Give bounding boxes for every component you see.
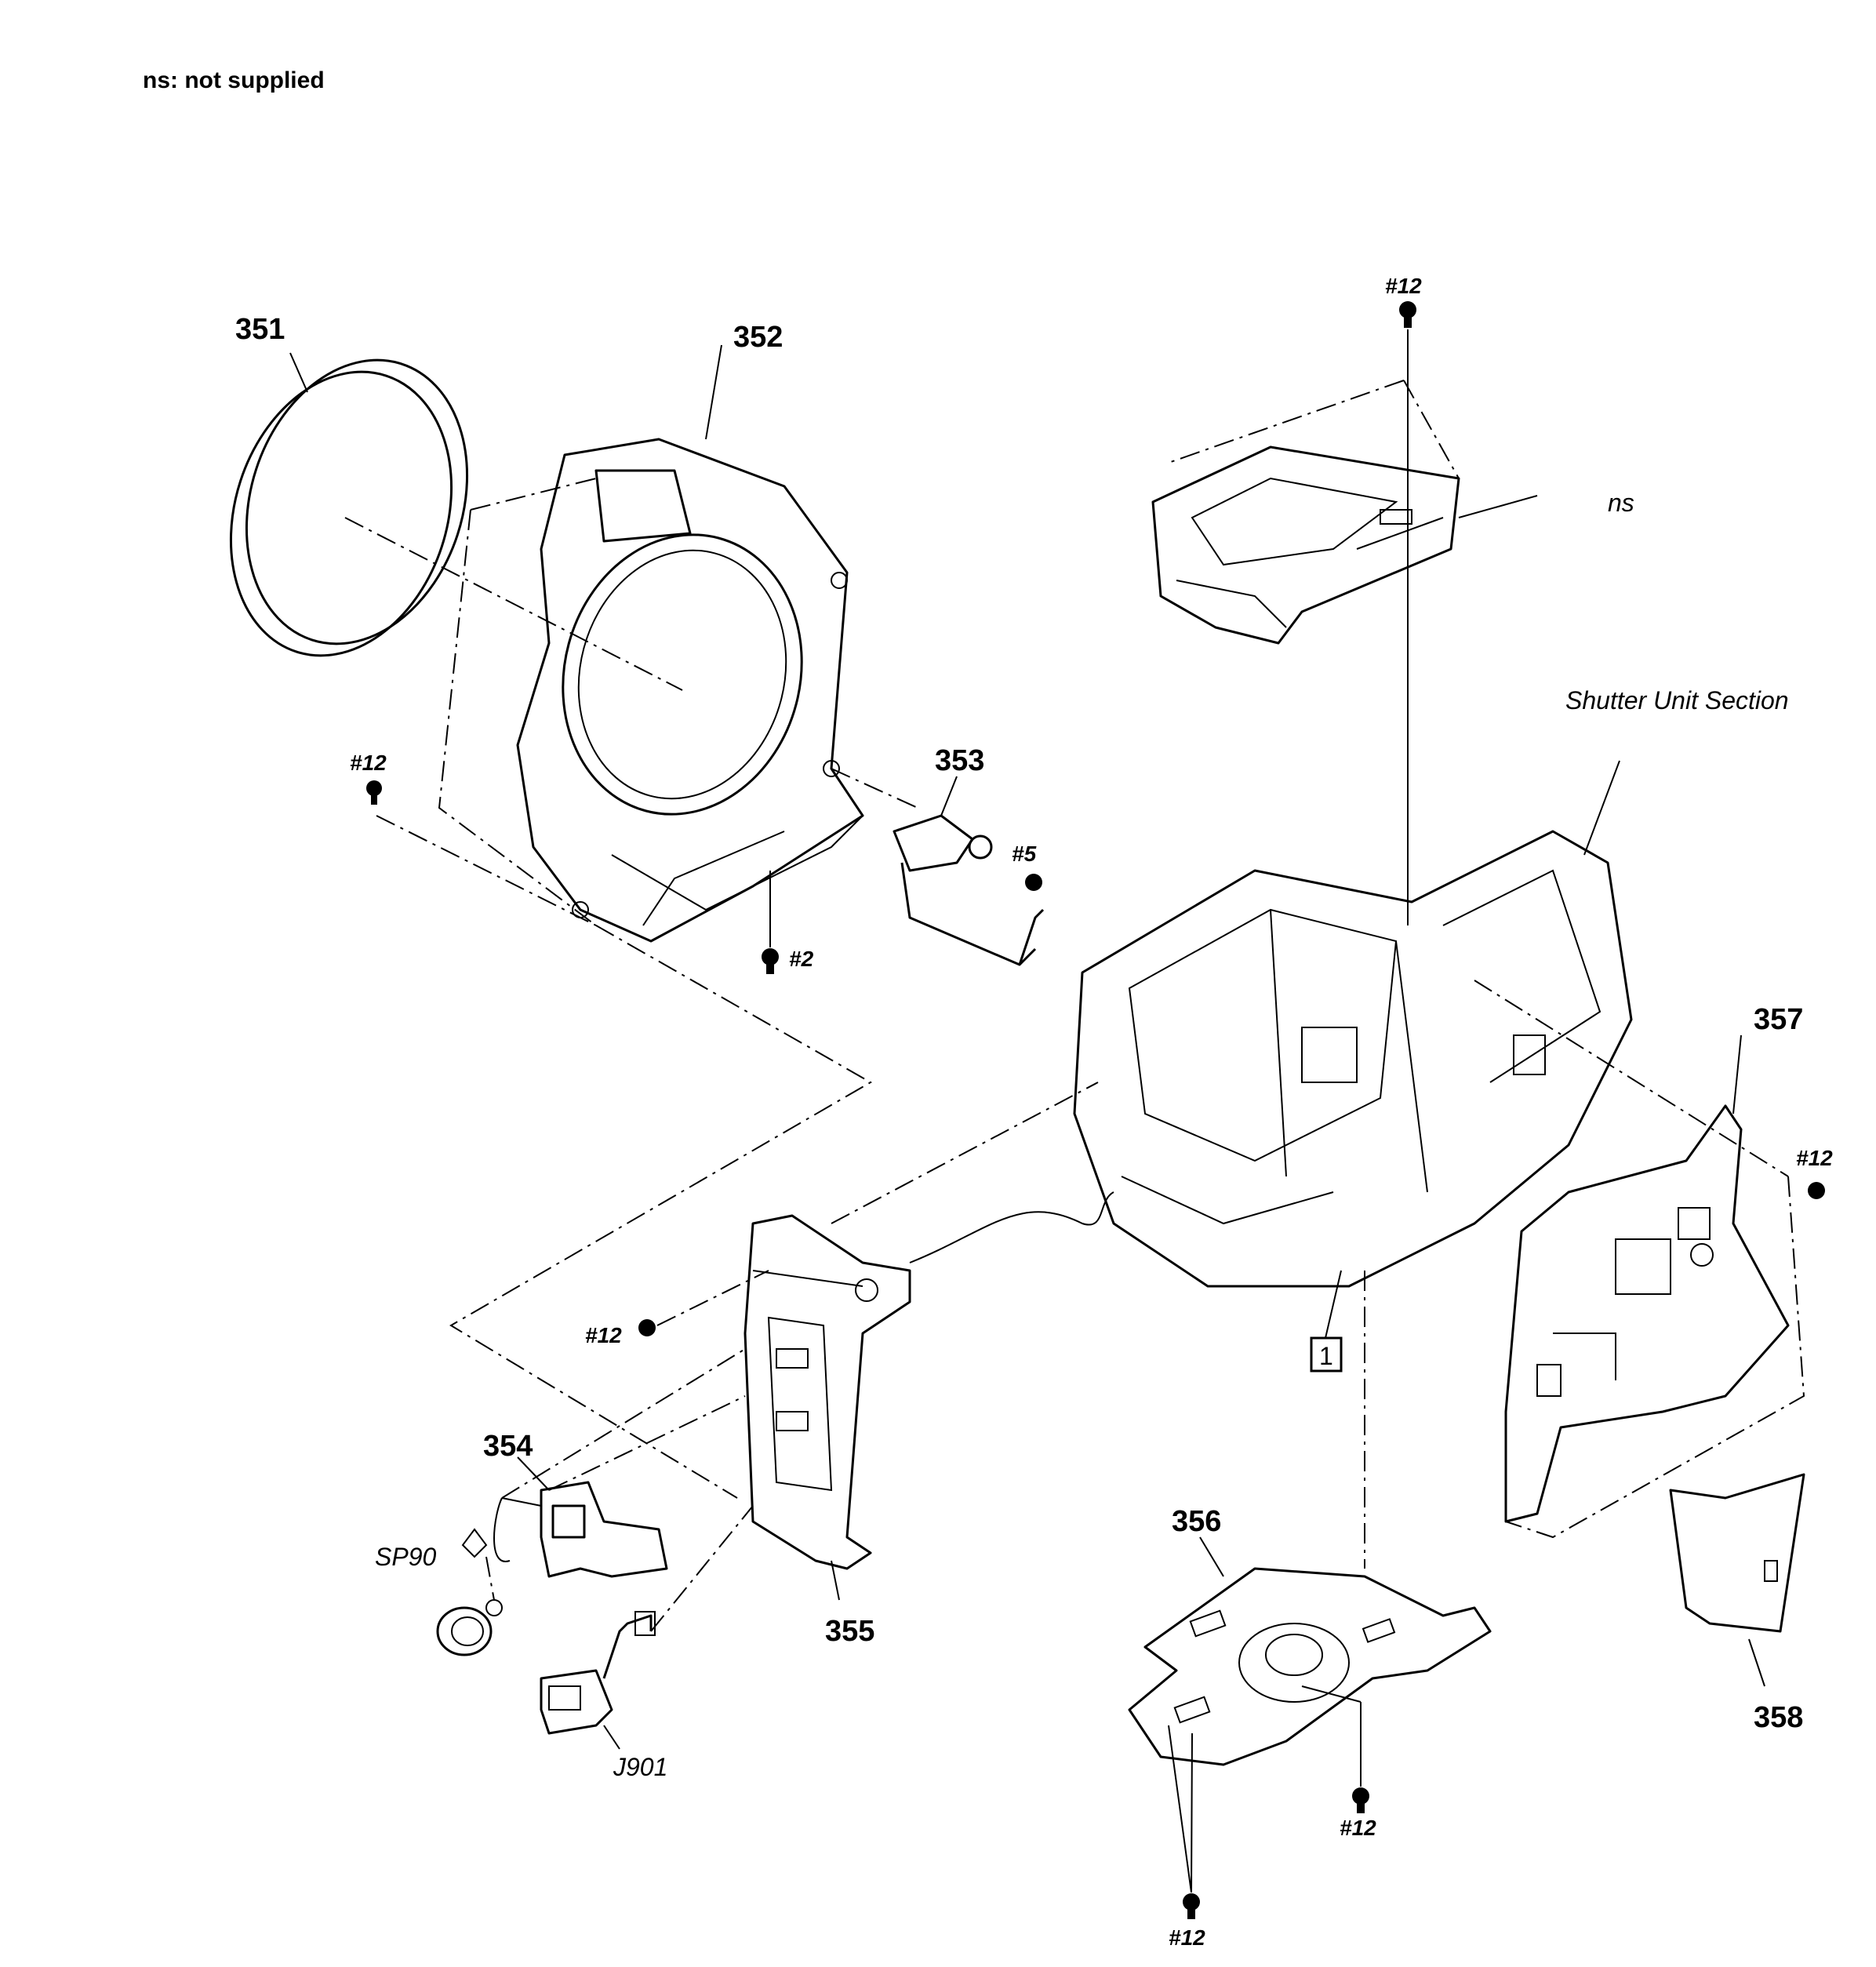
part-label-355: 355 [825,1615,874,1648]
screw-label-2: #2 [789,947,814,971]
bottom-plate-356 [1128,1567,1492,1766]
align-line-354 [548,1395,746,1491]
part-label-351: 351 [235,313,285,346]
switch-block-354 [540,1481,668,1578]
leader-357 [1732,1034,1742,1114]
screw-12-bottom-b [1183,1893,1200,1919]
label-shutter-unit-section: Shutter Unit Section [1565,686,1789,714]
screw-label-12-bottom-b: #12 [1169,1925,1205,1950]
screw-label-12-bottom-a: #12 [1340,1816,1376,1840]
leader-j901 [603,1725,620,1750]
leader-screw-bottom-b [1168,1725,1193,1893]
align-line-1 [470,478,597,511]
grip-frame-355 [743,1214,911,1570]
align-line-rear-1 [1474,980,1789,1177]
part-label-352: 352 [733,321,783,354]
main-body-chassis [1073,830,1633,1288]
wire-harness [909,1191,1114,1263]
leader-356 [1199,1536,1224,1577]
leader-ref-1 [1325,1270,1342,1339]
wire-354 [501,1497,542,1507]
part-label-357: 357 [1754,1003,1803,1036]
align-line-top-1 [1168,380,1405,464]
part-label-353: 353 [935,744,984,777]
screw-label-5: #5 [1012,842,1037,866]
screw-label-12-right: #12 [1796,1146,1833,1170]
leader-353 [940,776,958,816]
align-line-rear-2 [1505,1176,1805,1539]
reference-box-1 [1310,1336,1343,1373]
screw-12-top [1399,301,1416,328]
leader-355 [831,1560,840,1601]
align-line-3 [438,509,597,926]
screw-label-12-top: #12 [1385,274,1422,298]
leader-352 [705,344,722,440]
sheet-358 [1669,1473,1805,1633]
align-line-mid [831,1082,1099,1224]
leader-358 [1748,1638,1765,1687]
align-line-screw-mid [656,1270,769,1326]
part-label-356: 356 [1172,1505,1221,1538]
screw-label-12-left: #12 [350,751,387,775]
screw-label-12-mid: #12 [585,1323,622,1347]
part-label-358: 358 [1754,1701,1803,1734]
align-line-4 [376,815,597,926]
align-line-top-2 [1403,380,1460,479]
label-ns: ns [1608,489,1634,517]
align-line-5 [449,925,873,1499]
screw-12-right [1808,1182,1825,1199]
leader-354 [517,1456,550,1491]
switch-flex-353 [893,814,1045,966]
front-frame-352 [516,438,864,943]
screw-12-bottom-a [1352,1787,1369,1813]
speaker-sp90 [436,1528,503,1656]
rear-bracket-357 [1504,1104,1790,1523]
screw-2 [762,948,779,974]
align-line-2 [344,517,683,691]
leader-shutter [1583,760,1620,856]
leader-351 [289,352,308,393]
screw-12-left [366,780,382,805]
label-sp90: SP90 [375,1543,436,1571]
part-label-354: 354 [483,1430,533,1463]
wire-354-b [493,1497,511,1562]
jack-j901 [540,1611,656,1735]
align-line-354-b [501,1348,746,1499]
align-line-j901 [650,1505,754,1632]
align-line-6 [831,768,918,809]
leader-ns [1458,495,1538,518]
screw-12-mid [638,1319,656,1336]
leader-screw-bottom-a [1301,1685,1362,1787]
top-bracket-ns [1151,445,1460,645]
screw-5 [1025,874,1042,891]
reference-number: 1 [1319,1342,1333,1370]
ring-351 [229,358,469,657]
label-j901: J901 [613,1753,667,1781]
not-supplied-note: ns: not supplied [143,67,325,93]
